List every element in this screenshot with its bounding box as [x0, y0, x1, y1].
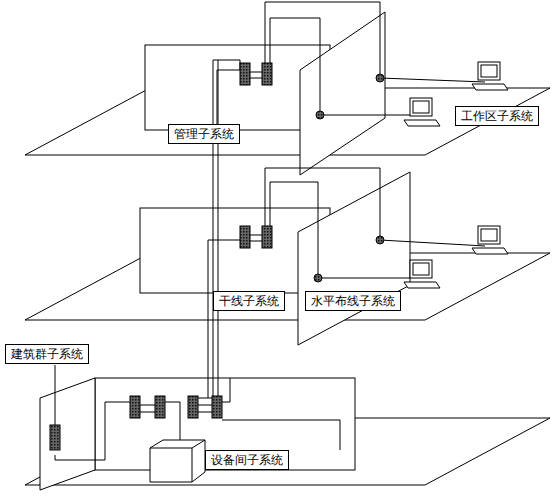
horizontal-cable: [270, 182, 318, 278]
patch-panel: [130, 396, 140, 418]
riser-cable: [213, 60, 214, 398]
label-text: 干线子系统: [219, 293, 279, 309]
info-outlet: [314, 274, 322, 282]
back-wall: [95, 378, 355, 470]
riser-cable: [208, 240, 209, 398]
equipment-cable: [222, 378, 230, 402]
partition-wall: [300, 12, 385, 175]
workstation: [472, 62, 508, 90]
workstation: [404, 98, 440, 126]
label-text: 水平布线子系统: [311, 293, 395, 309]
patch-panel: [155, 396, 165, 418]
patch-panel: [240, 63, 250, 85]
patch-panel: [212, 396, 222, 418]
workarea-cable: [318, 278, 410, 279]
equipment-cabinet: [192, 448, 193, 482]
patch-cord: [250, 78, 262, 79]
patch-cord: [140, 405, 155, 406]
equipment-cable: [165, 402, 180, 440]
riser-cable: [213, 60, 240, 70]
leader-line: [217, 70, 240, 71]
subsystem-label: 水平布线子系统: [305, 291, 401, 311]
equipment-cable: [222, 420, 340, 450]
subsystem-label: 设备间子系统: [205, 450, 289, 470]
patch-cord: [250, 72, 262, 73]
horizontal-cable: [265, 2, 380, 78]
info-outlet: [376, 236, 384, 244]
equipment-cabinet: [150, 440, 205, 448]
leader-line: [217, 70, 218, 125]
workarea-cable: [320, 115, 410, 116]
label-text: 设备间子系统: [211, 452, 283, 468]
subsystem-label: 建筑群子系统: [5, 344, 89, 364]
patch-cord: [198, 412, 212, 413]
patch-panel: [262, 63, 272, 85]
label-text: 工作区子系统: [461, 108, 533, 124]
patch-panel: [262, 226, 272, 248]
side-wall: [40, 378, 95, 490]
workstation: [472, 226, 508, 254]
patch-cord: [250, 241, 262, 242]
patch-cord: [140, 412, 155, 413]
workarea-cable: [380, 78, 485, 82]
riser-cable: [208, 240, 240, 241]
patch-panel: [50, 425, 60, 450]
patch-cord: [250, 235, 262, 236]
subsystem-label: 工作区子系统: [455, 106, 539, 126]
equipment-cabinet: [150, 440, 205, 482]
horizontal-cable: [265, 168, 380, 240]
workstation: [404, 260, 440, 288]
info-outlet: [376, 74, 384, 82]
campus-cable: [55, 365, 56, 425]
info-outlet: [316, 111, 324, 119]
subsystem-label: 干线子系统: [213, 291, 285, 311]
patch-panel: [240, 226, 250, 248]
workarea-cable: [380, 240, 485, 246]
patch-panel: [188, 396, 198, 418]
partition-wall: [298, 172, 410, 345]
label-text: 管理子系统: [174, 126, 234, 142]
riser-cable: [218, 60, 219, 398]
horizontal-cable: [270, 18, 320, 115]
subsystem-label: 管理子系统: [168, 124, 240, 144]
patch-cord: [198, 405, 212, 406]
label-text: 建筑群子系统: [11, 346, 83, 362]
campus-cable: [55, 402, 130, 460]
